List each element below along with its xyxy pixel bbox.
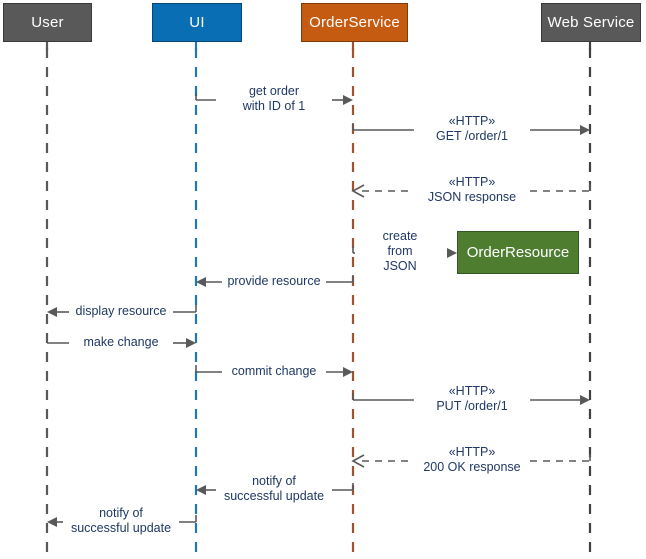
message-arrowhead-filled <box>343 367 353 377</box>
message-display-resource <box>47 305 197 317</box>
message-http-get-order-1 <box>352 123 590 135</box>
message-arrowhead-filled <box>196 485 206 495</box>
message-arrowhead-filled <box>47 307 57 317</box>
message-arrowhead-filled <box>47 517 57 527</box>
message-provide-resource <box>196 275 354 287</box>
message-arrowhead-open <box>351 184 365 198</box>
participant-label: Web Service <box>547 14 635 31</box>
participant-user[interactable]: User <box>3 3 92 42</box>
message-http-json-response <box>351 184 591 198</box>
participant-label: User <box>31 14 64 31</box>
message-create-from-json <box>352 246 457 258</box>
participant-webservice[interactable]: Web Service <box>541 3 641 42</box>
message-http-200-ok-response <box>351 454 591 468</box>
object-orderresource[interactable]: OrderResource <box>457 231 579 274</box>
message-arrowhead-filled <box>343 95 353 105</box>
message-arrowhead-filled <box>186 338 196 348</box>
message-make-change <box>46 336 196 348</box>
message-arrowhead-filled <box>580 125 590 135</box>
message-get-order <box>195 93 353 105</box>
message-arrowhead-filled <box>196 277 206 287</box>
participant-label: UI <box>189 14 205 31</box>
participant-label: OrderService <box>309 14 400 31</box>
participant-orderservice[interactable]: OrderService <box>301 3 408 42</box>
object-label: OrderResource <box>466 244 570 261</box>
message-commit-change <box>195 365 353 377</box>
message-arrowhead-filled <box>580 395 590 405</box>
message-http-put-order-1 <box>352 393 590 405</box>
participant-ui[interactable]: UI <box>152 3 242 42</box>
message-arrowhead-open <box>351 454 365 468</box>
message-notify-successful-update-user <box>47 515 197 527</box>
message-arrowhead-filled <box>447 248 457 258</box>
message-notify-successful-update-ui <box>196 483 354 495</box>
